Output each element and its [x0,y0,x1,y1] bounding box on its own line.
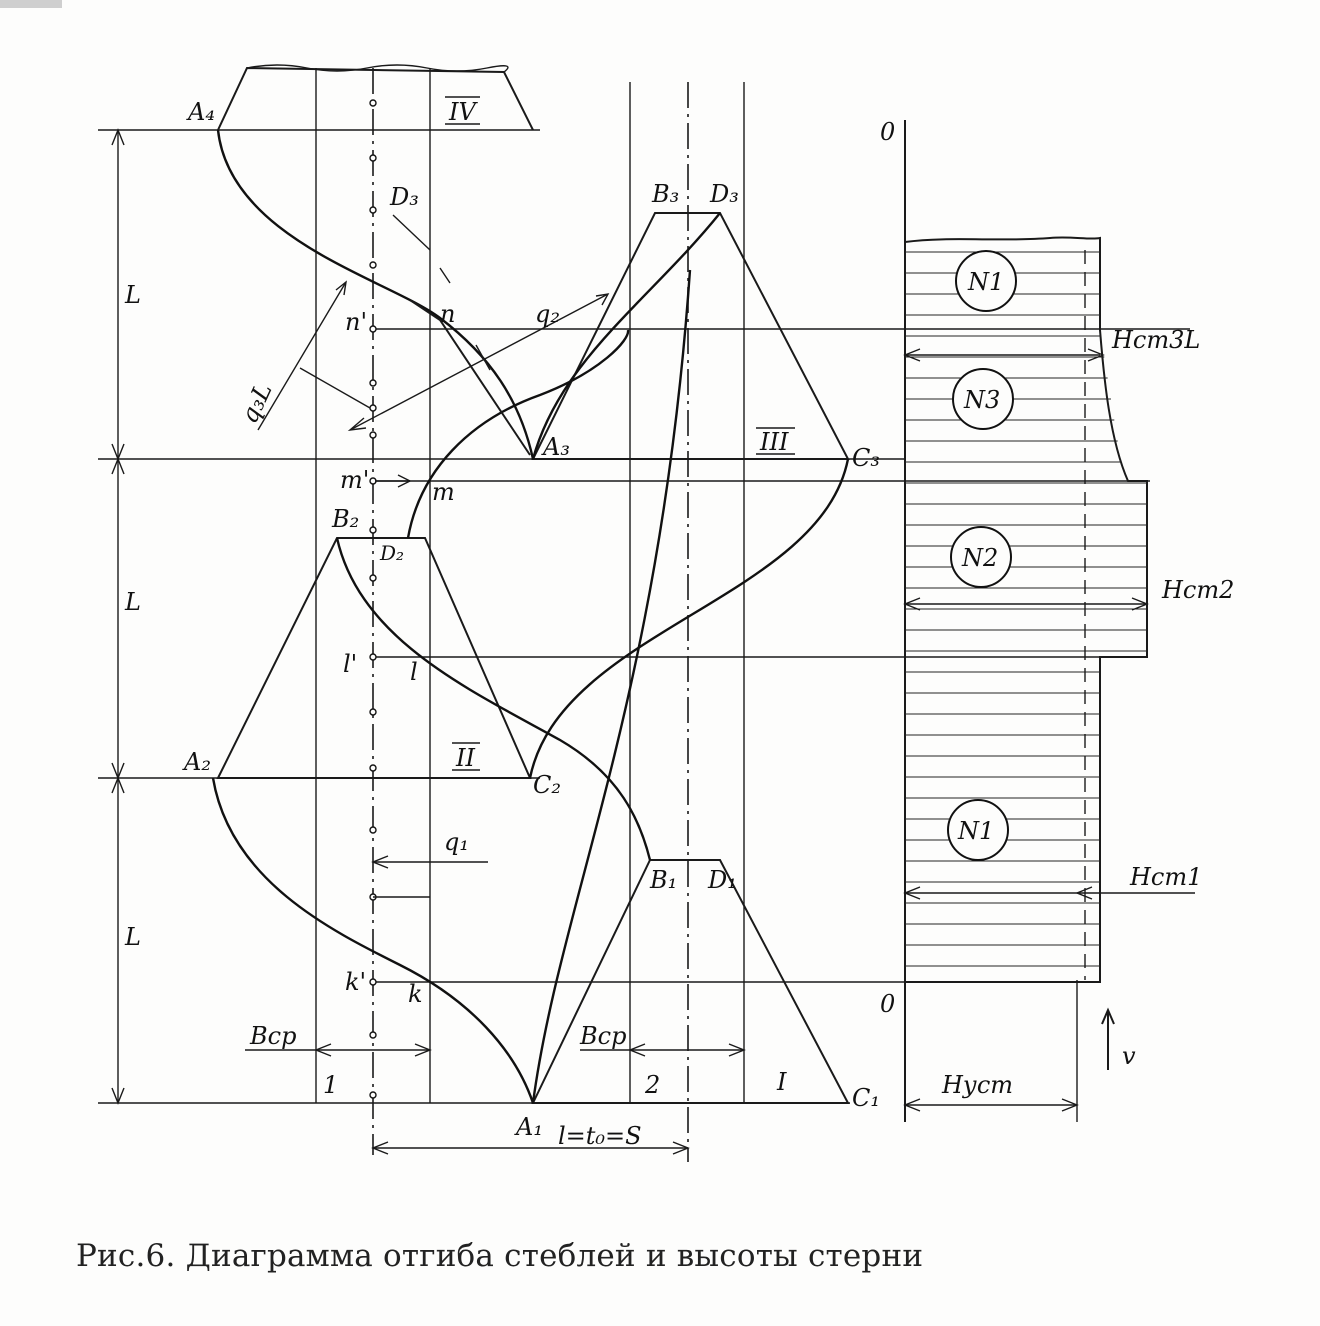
label-k-prime: k' [345,968,366,996]
stem-curves [211,129,850,1104]
label-q1: q₁ [444,828,469,856]
label-n1-bottom: N1 [957,817,994,845]
bcp-dimensions [245,1043,746,1155]
label-bcp-left: Bср [249,1022,296,1050]
label-a4: A₄ [186,98,215,126]
hatch-lines [905,251,1147,967]
label-b2: B₂ [331,505,359,533]
label-l-top: L [124,281,141,309]
label-hct1: Hст1 [1129,863,1202,891]
label-zone-i: I [776,1068,787,1096]
label-velocity: v [1122,1042,1136,1070]
label-zone-iv: IV [448,98,478,126]
label-pitch: l=t₀=S [558,1122,642,1150]
label-c1: C₁ [852,1084,880,1112]
label-bcp-right: Bср [579,1022,626,1050]
figure-caption: Рис.6. Диаграмма отгиба стеблей и высоты… [76,1238,924,1274]
label-hct2: Hст2 [1161,576,1234,604]
label-n2: N2 [961,544,998,572]
label-zero-top: 0 [880,118,895,146]
stubble-panel [903,120,1195,1122]
label-column-2: 2 [644,1071,660,1099]
label-c2: C₂ [533,771,561,799]
vertical-lines [315,68,745,1162]
label-n: n [440,300,455,328]
label-a3: A₃ [541,433,570,461]
label-zone-ii: II [455,744,475,772]
label-l-point: l [410,658,418,686]
label-l-prime: l' [343,650,357,678]
diagram-labels: A₄ IV D₃ B₃ D₃ L n' n q₂ q₃L A₃ III C₃ m… [124,96,1234,1150]
label-q2: q₂ [535,300,560,328]
label-d3-left: D₃ [389,183,419,211]
label-l-middle: L [124,588,141,616]
label-n3: N3 [963,386,1000,414]
label-d1: D₁ [707,866,737,894]
label-m-prime: m' [340,466,369,494]
label-zone-iii: III [759,428,789,456]
label-b1: B₁ [649,866,677,894]
label-zero-bottom: 0 [880,990,895,1018]
label-m: m [432,478,455,506]
trapezoid-i [531,859,850,1104]
scan-mark [0,0,62,8]
label-d3: D₃ [709,180,739,208]
label-q3l: q₃L [235,379,278,428]
label-column-1: 1 [323,1071,338,1099]
stem-bending-diagram: A₄ IV D₃ B₃ D₃ L n' n q₂ q₃L A₃ III C₃ m… [98,64,1234,1162]
label-hct3l: Hст3L [1111,326,1200,354]
trapezoid-ii [216,537,532,779]
trapezoid-iv [217,64,534,131]
l-dimension [111,128,125,1105]
label-c3: C₃ [852,444,880,472]
q-vectors [257,214,610,898]
label-hycm: Hуст [941,1071,1013,1099]
label-a2: A₂ [182,748,211,776]
label-d2: D₂ [379,541,404,565]
label-n-prime: n' [345,308,367,336]
label-a1: A₁ [514,1113,543,1141]
label-k: k [408,980,423,1008]
label-l-bottom: L [124,923,141,951]
label-b3: B₃ [651,180,679,208]
trapezoid-iii [531,212,850,460]
label-n1-top: N1 [967,268,1004,296]
